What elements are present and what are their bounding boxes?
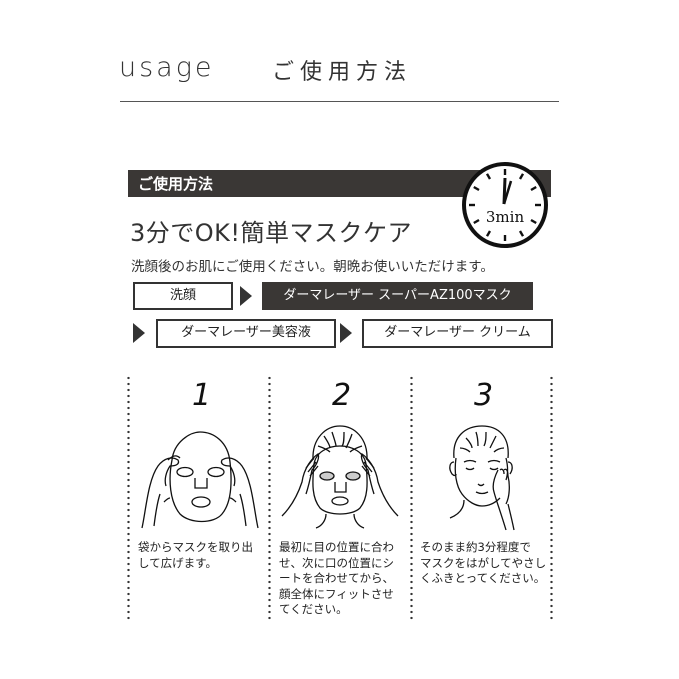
illustration-apply-mask — [280, 424, 400, 538]
text-line: そのまま約3分程度で — [420, 540, 531, 554]
step-number-3: 3 — [474, 378, 494, 413]
flow-step-mask: ダーマレーザー スーパーAZ100マスク — [262, 282, 533, 310]
page-title-jp: ご使用方法 — [272, 60, 413, 85]
dotted-divider — [127, 375, 130, 621]
flow-step-label: ダーマレーザー美容液 — [181, 325, 311, 340]
step-number-2: 2 — [332, 378, 352, 413]
flow-step-label: 洗顔 — [169, 288, 196, 303]
arrow-right-icon — [240, 286, 252, 306]
dotted-divider — [268, 375, 271, 621]
clock-label: 3min — [486, 208, 525, 226]
clock-icon: 3min — [460, 160, 550, 250]
step-1-text: 袋からマスクを取り出 して広げます。 — [138, 540, 253, 571]
text-line: 最初に目の位置に合わ — [279, 540, 394, 554]
step-number-1: 1 — [192, 378, 212, 413]
flow-step-cream: ダーマレーザー クリーム — [362, 319, 553, 348]
text-line: ートを合わせてから、 — [279, 571, 394, 585]
text-line: して広げます。 — [138, 555, 218, 570]
text-line: 袋からマスクを取り出 — [138, 540, 253, 554]
illustration-remove-mask — [440, 420, 530, 536]
page-title-en: usage — [119, 52, 215, 83]
illustration-unfold-mask — [140, 420, 260, 534]
flow-step-label: ダーマレーザー スーパーAZ100マスク — [283, 288, 512, 303]
flow-step-serum: ダーマレーザー美容液 — [156, 319, 336, 348]
arrow-right-icon — [340, 323, 352, 343]
text-line: せ、次に口の位置にシ — [279, 555, 394, 570]
step-3-text: そのまま約3分程度で マスクをはがしてやさし くふきとってください。 — [420, 540, 546, 587]
subline: 洗顔後のお肌にご使用ください。朝晩お使いいただけます。 — [131, 259, 494, 275]
dotted-divider — [550, 375, 553, 621]
text-line: マスクをはがしてやさし — [420, 555, 547, 570]
step-2-text: 最初に目の位置に合わ せ、次に口の位置にシ ートを合わせてから、 顔全体にフィッ… — [279, 540, 394, 618]
flow-step-label: ダーマレーザー クリーム — [384, 325, 531, 340]
section-header-label: ご使用方法 — [138, 175, 214, 193]
dotted-divider — [410, 375, 413, 621]
text-line: くふきとってください。 — [420, 571, 546, 585]
text-line: てください。 — [279, 602, 348, 616]
title-divider — [120, 101, 559, 102]
flow-step-wash: 洗顔 — [133, 282, 233, 310]
text-line: 顔全体にフィットさせ — [279, 586, 394, 601]
headline: 3分でOK!簡単マスクケア — [130, 219, 413, 247]
arrow-right-icon — [133, 323, 145, 343]
